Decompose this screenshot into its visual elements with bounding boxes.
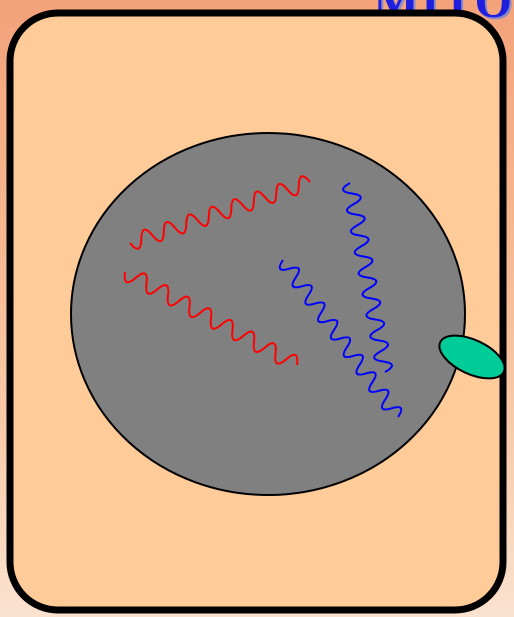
nucleus — [71, 133, 465, 495]
